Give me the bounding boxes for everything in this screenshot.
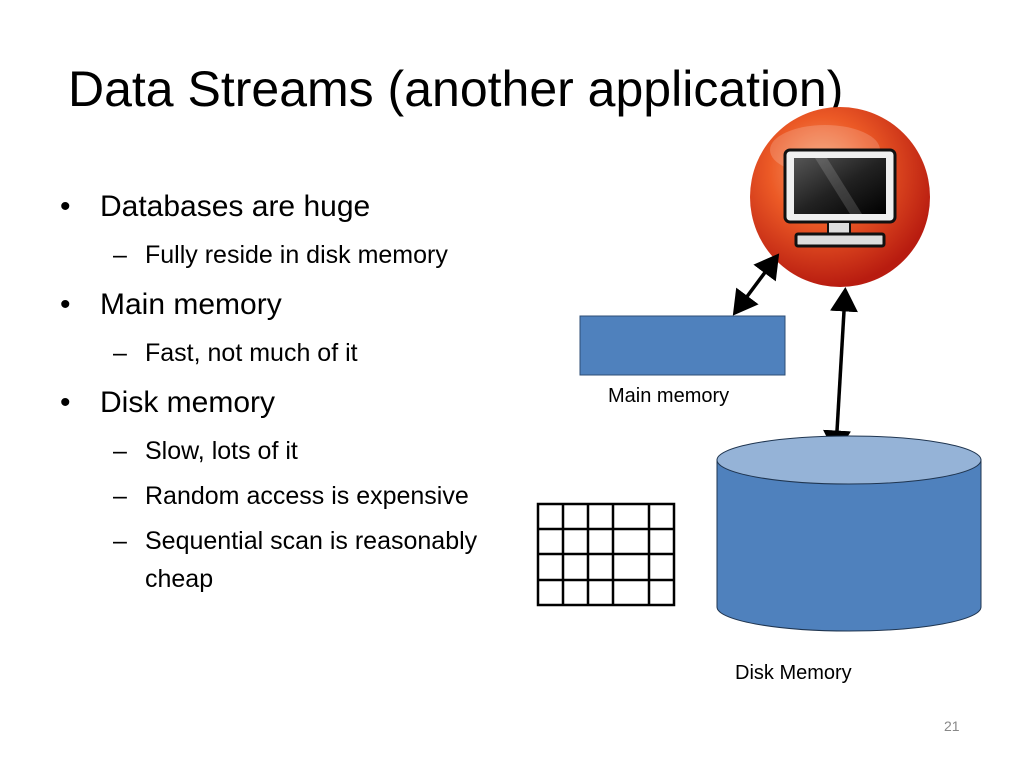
sub-bullet-item: Fully reside in disk memory [145,241,448,269]
disk-memory-label: Disk Memory [735,662,852,684]
bullet-dot: • [60,190,71,223]
computer-monitor-icon [750,107,930,287]
slide-title: Data Streams (another application) [68,61,844,117]
bullet-item: Databases are huge [100,190,371,223]
arrow-main-memory-computer [732,253,780,316]
main-memory-label: Main memory [608,385,730,407]
bullet-dot: • [60,288,71,321]
sub-bullet-item: Sequential scan is reasonably [145,527,478,555]
page-number: 21 [944,718,960,734]
bullet-item: Main memory [100,288,282,321]
dash-marker: – [113,482,127,510]
dash-marker: – [113,437,127,465]
main-memory-block [579,315,786,376]
dash-marker: – [113,241,127,269]
bullet-item: Disk memory [100,386,276,419]
dash-marker: – [113,339,127,367]
sub-bullet-item: Fast, not much of it [145,339,358,367]
data-grid [536,502,676,607]
bullet-dot: • [60,386,71,419]
arrow-disk-computer [823,287,858,455]
sub-bullet-item-continuation: cheap [145,565,214,593]
sub-bullet-item: Random access is expensive [145,482,469,510]
dash-marker: – [113,527,127,555]
sub-bullet-item: Slow, lots of it [145,437,298,465]
disk-memory-cylinder [716,435,982,632]
